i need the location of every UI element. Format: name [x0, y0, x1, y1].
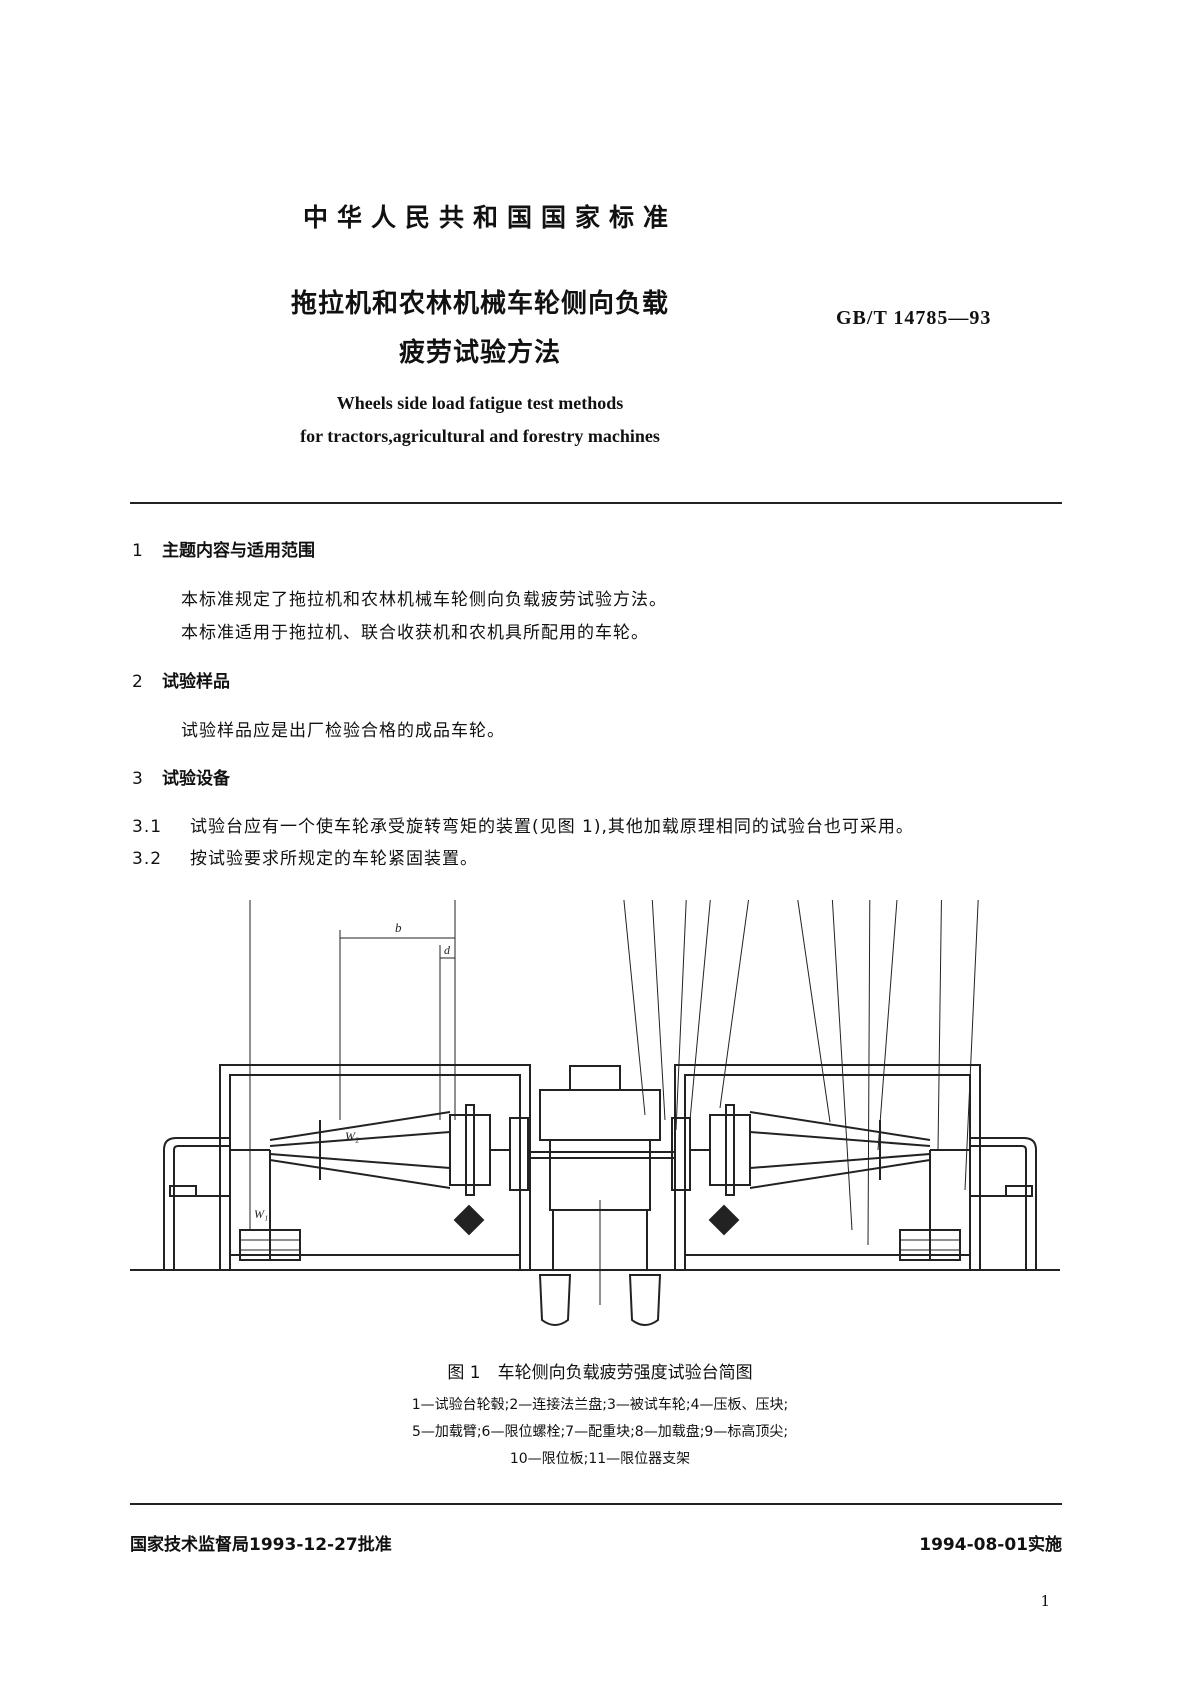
dimension-b: b — [339, 920, 455, 1120]
section-title: 试验样品 — [162, 672, 230, 692]
clause-text: 按试验要求所规定的车轮紧固装置。 — [190, 849, 478, 869]
implementation-date: 1994-08-01实施 — [919, 1535, 1062, 1555]
w2-label: W₂ — [345, 1129, 359, 1143]
left-limit-bracket — [163, 1137, 230, 1270]
clause-3-1: 3.1 试验台应有一个使车轮承受旋转弯矩的装置(见图 1),其他加载原理相同的试验… — [132, 812, 914, 837]
dimension-d: d — [439, 943, 455, 1120]
section-1-paragraph-2: 本标准适用于拖拉机、联合收获机和农机具所配用的车轮。 — [181, 623, 649, 643]
clause-number: 3.1 — [132, 817, 163, 837]
section-3-heading: 3 试验设备 — [132, 764, 230, 789]
title-en-line2: for tractors,agricultural and forestry m… — [300, 426, 660, 446]
section-1-paragraph-1: 本标准规定了拖拉机和农林机械车轮侧向负载疲劳试验方法。 — [181, 590, 667, 610]
left-support-foot — [538, 1274, 572, 1326]
w1-label: W₁ — [254, 1207, 268, 1221]
dim-d-label: d — [444, 943, 451, 957]
approval-info: 国家技术监督局1993-12-27批准 — [130, 1535, 392, 1555]
section-2-paragraph-1: 试验样品应是出厂检验合格的成品车轮。 — [181, 721, 505, 741]
national-standard-heading: 中华人民共和国国家标准 — [302, 203, 677, 232]
footer-divider — [130, 1503, 1062, 1505]
title-zh-line1: 拖拉机和农林机械车轮侧向负载 — [290, 289, 669, 319]
right-frame — [674, 1064, 981, 1270]
figure-legend-line-1: 1—试验台轮毂;2—连接法兰盘;3—被试车轮;4—压板、压块; — [411, 1397, 789, 1413]
right-wheel-assembly — [690, 1104, 970, 1261]
section-number: 3 — [132, 769, 143, 789]
dim-b-label: b — [395, 920, 402, 935]
callouts: 1 2 3 4 5 6 7 8 9 10 11 — [623, 900, 979, 1246]
left-frame — [219, 1064, 531, 1270]
header-divider — [130, 502, 1062, 504]
section-1-heading: 1 主题内容与适用范围 — [132, 536, 315, 561]
clause-text: 试验台应有一个使车轮承受旋转弯矩的装置(见图 1),其他加载原理相同的试验台也可… — [190, 817, 914, 837]
left-counterweight — [239, 1229, 301, 1261]
clause-number: 3.2 — [132, 849, 163, 869]
right-limit-bracket — [970, 1137, 1037, 1270]
dimension-a: a — [249, 900, 456, 1230]
figure-legend-line-2: 5—加载臂;6—限位螺栓;7—配重块;8—加载盘;9—标高顶尖; — [411, 1424, 789, 1440]
section-title: 试验设备 — [162, 769, 230, 789]
section-number: 1 — [132, 541, 143, 561]
figure-legend-line-3: 10—限位板;11—限位器支架 — [509, 1451, 691, 1467]
section-2-heading: 2 试验样品 — [132, 667, 230, 692]
right-support-foot — [628, 1274, 662, 1326]
title-en-line1: Wheels side load fatigue test methods — [336, 393, 624, 413]
standard-code: GB/T 14785—93 — [836, 307, 992, 329]
test-bench-diagram: a b d W₁ W₂ 1 2 3 4 5 6 7 8 9 10 11 — [130, 900, 1060, 1326]
title-zh-line2: 疲劳试验方法 — [398, 338, 561, 368]
clause-3-2: 3.2 按试验要求所规定的车轮紧固装置。 — [132, 844, 478, 869]
figure-caption: 图 1 车轮侧向负载疲劳强度试验台简图 — [447, 1363, 753, 1383]
left-wheel-assembly — [230, 1104, 510, 1261]
section-number: 2 — [132, 672, 143, 692]
center-drive-unit — [509, 1065, 691, 1326]
page-number: 1 — [1040, 1592, 1050, 1610]
section-title: 主题内容与适用范围 — [162, 541, 315, 561]
right-counterweight — [899, 1229, 961, 1261]
